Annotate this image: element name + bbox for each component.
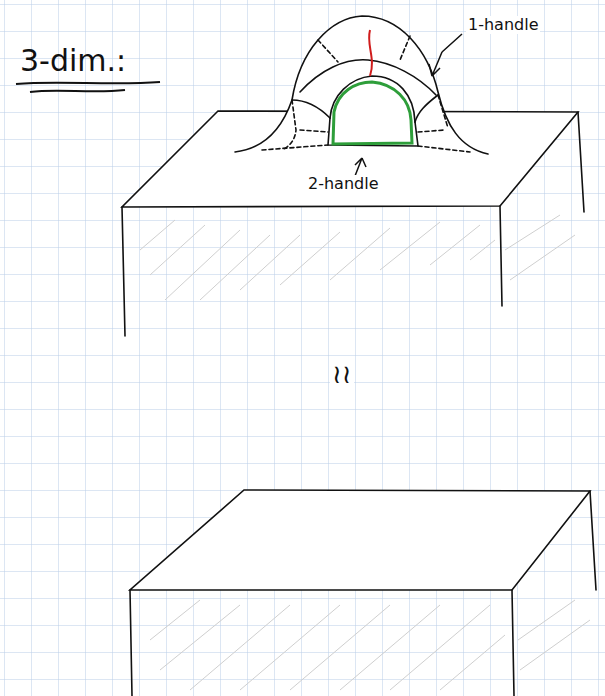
leader-line <box>429 34 462 76</box>
leader-line <box>355 158 366 176</box>
part-label: 1-handle <box>466 16 540 34</box>
handle-figure <box>235 16 488 154</box>
title-underline <box>30 90 125 92</box>
homeomorphism-sign: ≀≀ <box>330 360 354 389</box>
title: 3-dim.: <box>20 44 126 77</box>
belt-sphere <box>369 30 372 76</box>
shading <box>150 600 590 690</box>
title-underline <box>16 82 160 84</box>
shading <box>140 215 575 300</box>
lower-block <box>130 490 596 696</box>
part-label: 2-handle <box>306 175 380 193</box>
attaching-circle <box>333 82 412 144</box>
